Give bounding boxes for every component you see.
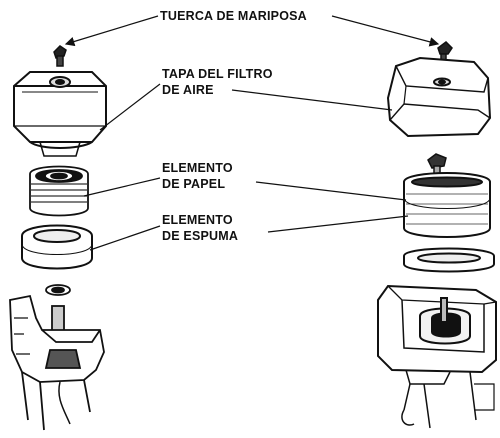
left-paper-element bbox=[29, 165, 89, 217]
leader-cover-left bbox=[99, 83, 161, 131]
cover-label: TAPA DEL FILTRO DE AIRE bbox=[162, 66, 273, 98]
leader-lines bbox=[64, 15, 440, 251]
leader-cover-right bbox=[231, 89, 393, 111]
leader-paper-right bbox=[255, 181, 407, 201]
right-paper-element bbox=[403, 172, 491, 238]
wing-nut-label: TUERCA DE MARIPOSA bbox=[160, 8, 307, 24]
leader-wing-nut-right bbox=[331, 15, 440, 47]
foam-label-line2: DE ESPUMA bbox=[162, 229, 239, 243]
left-cover bbox=[13, 71, 107, 157]
paper-element-label: ELEMENTO DE PAPEL bbox=[162, 160, 233, 192]
right-base bbox=[377, 284, 497, 429]
paper-label-line2: DE PAPEL bbox=[162, 177, 226, 191]
leader-foam-right bbox=[267, 215, 409, 233]
left-wing-nut bbox=[53, 45, 67, 67]
foam-element-label: ELEMENTO DE ESPUMA bbox=[162, 212, 238, 244]
cover-label-line1: TAPA DEL FILTRO bbox=[162, 67, 273, 81]
left-foam-element bbox=[21, 224, 93, 270]
right-cover bbox=[386, 56, 492, 138]
right-foam-element bbox=[403, 247, 495, 273]
leader-paper-left bbox=[83, 177, 161, 197]
wing-nut-label-text: TUERCA DE MARIPOSA bbox=[160, 9, 307, 23]
leader-foam-left bbox=[89, 225, 161, 251]
foam-label-line1: ELEMENTO bbox=[162, 213, 233, 227]
cover-label-line2: DE AIRE bbox=[162, 83, 214, 97]
paper-label-line1: ELEMENTO bbox=[162, 161, 233, 175]
left-base bbox=[9, 284, 105, 431]
leader-wing-nut-left bbox=[64, 15, 159, 47]
